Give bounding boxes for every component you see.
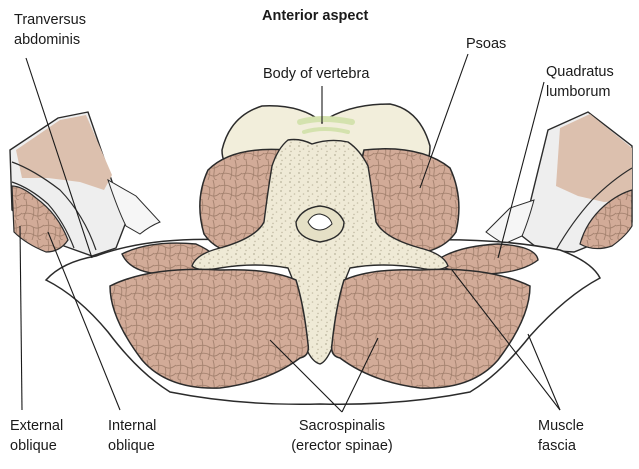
label-muscle-fascia: Muscle fascia: [538, 416, 584, 456]
label-internal-oblique: Internal oblique: [108, 416, 156, 456]
left-sacrospinalis-muscle: [110, 269, 308, 388]
left-abdominal-wall: [10, 112, 160, 256]
right-abdominal-wall: [486, 112, 632, 252]
label-line: Internal: [108, 416, 156, 436]
label-body-of-vertebra: Body of vertebra: [263, 64, 369, 84]
label-line: Quadratus: [546, 62, 614, 82]
label-transversus-abdominis: Tranversus abdominis: [14, 10, 86, 50]
label-line: (erector spinae): [272, 436, 412, 456]
label-psoas: Psoas: [466, 34, 506, 54]
label-line: oblique: [10, 436, 63, 456]
label-line: Sacrospinalis: [272, 416, 412, 436]
label-sacrospinalis: Sacrospinalis (erector spinae): [272, 416, 412, 456]
label-line: Tranversus: [14, 10, 86, 30]
label-quadratus-lumborum: Quadratus lumborum: [546, 62, 614, 102]
right-sacrospinalis-muscle: [332, 269, 530, 388]
label-line: lumborum: [546, 82, 614, 102]
label-line: Muscle: [538, 416, 584, 436]
label-line: fascia: [538, 436, 584, 456]
label-external-oblique: External oblique: [10, 416, 63, 456]
label-line: External: [10, 416, 63, 436]
leader-fascia-outer: [528, 334, 560, 410]
label-line: oblique: [108, 436, 156, 456]
diagram-title: Anterior aspect: [262, 6, 368, 26]
label-line: abdominis: [14, 30, 86, 50]
leader-external-oblique: [20, 226, 22, 410]
